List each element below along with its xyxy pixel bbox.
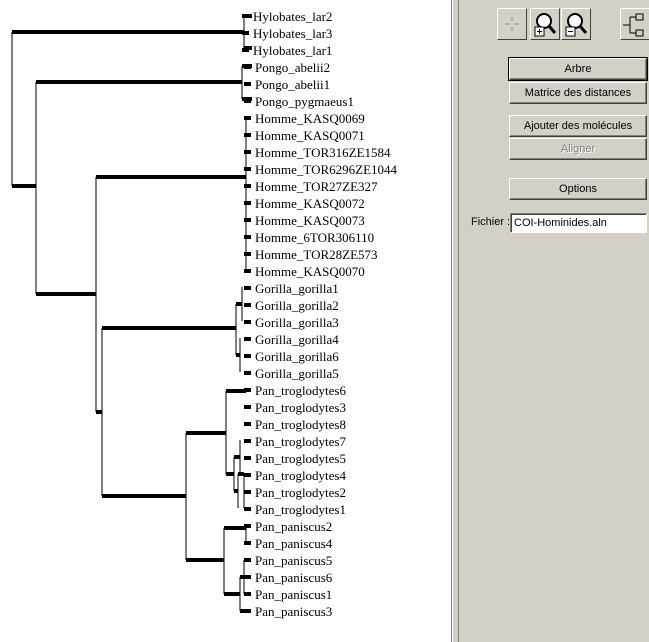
tree-leaf-label[interactable]: Gorilla_gorilla5 [255,366,339,381]
tree-leaf-stub [244,150,251,154]
tree-leaf-stub [244,235,251,239]
tree-leaf-label[interactable]: Homme_TOR27ZE327 [255,179,378,194]
tree-leaf-stub [244,507,251,511]
tree-leaf-stub [244,201,251,205]
tree-leaf-stub [244,320,251,324]
tree-leaf-label[interactable]: Homme_KASQ0070 [255,264,365,279]
tree-leaf-label[interactable]: Pan_troglodytes3 [255,400,346,415]
tree-leaf-stub [244,609,251,613]
tree-leaf-label[interactable]: Homme_TOR316ZE1584 [255,145,391,160]
select-tool-button[interactable] [497,8,527,40]
tree-leaf-stub [244,541,251,545]
tree-leaf-label[interactable]: Homme_KASQ0071 [255,128,365,143]
tree-leaf-stub [244,490,251,494]
tree-leaf-stub [244,303,251,307]
tree-leaf-stub [244,371,251,375]
tree-leaf-stub [244,65,251,69]
cursor-select-icon [505,17,519,31]
tree-leaf-stub [244,286,251,290]
tree-leaf-stub [244,116,251,120]
tree-leaf-label[interactable]: Homme_KASQ0073 [255,213,365,228]
panel-splitter[interactable] [452,0,459,642]
tree-leaf-label[interactable]: Pan_paniscus3 [255,604,332,619]
zoom-in-icon [534,13,557,37]
tree-leaf-label[interactable]: Pan_troglodytes2 [255,485,346,500]
tree-leaf-label[interactable]: Homme_KASQ0072 [255,196,365,211]
tree-leaf-label[interactable]: Pongo_abelii1 [255,77,330,92]
phylogenetic-tree: Hylobates_lar2Hylobates_lar3Hylobates_la… [11,9,398,619]
tree-leaf-stub [244,184,251,188]
zoom-out-icon [565,13,588,37]
options-button[interactable]: Options [509,178,647,200]
tree-leaf-label[interactable]: Gorilla_gorilla4 [255,332,339,347]
tree-leaf-stub [244,218,251,222]
tree-leaf-label[interactable]: Pan_troglodytes1 [255,502,346,517]
tree-leaf-stub [244,167,251,171]
tree-leaf-label[interactable]: Gorilla_gorilla6 [255,349,339,364]
tree-leaf-label[interactable]: Pan_paniscus6 [255,570,333,585]
tree-leaf-stub [244,405,251,409]
tree-button[interactable]: Arbre [508,57,648,81]
tree-leaf-stub [242,14,249,18]
tree-leaf-stub [244,473,251,477]
add-molecules-button[interactable]: Ajouter des molécules [509,115,647,137]
tree-leaf-stub [244,575,251,579]
tree-leaf-label[interactable]: Pongo_abelii2 [255,60,330,75]
tree-layout-button[interactable] [620,8,649,40]
tree-leaf-stub [244,133,251,137]
tree-leaf-stub [244,388,251,392]
distance-matrix-button[interactable]: Matrice des distances [509,82,647,104]
tree-leaf-label[interactable]: Pan_troglodytes6 [255,383,346,398]
tree-leaf-stub [244,524,251,528]
tree-leaf-label[interactable]: Hylobates_lar2 [253,9,332,24]
tree-leaf-stub [244,269,251,273]
file-input[interactable] [510,213,647,233]
tree-leaf-stub [244,252,251,256]
tree-leaf-stub [244,422,251,426]
control-panel: Arbre Matrice des distances Ajouter des … [460,0,649,642]
tree-leaf-stub [244,82,251,86]
tree-leaf-stub [242,48,249,52]
tree-leaf-label[interactable]: Pan_paniscus1 [255,587,332,602]
tree-leaf-label[interactable]: Pan_paniscus2 [255,519,332,534]
tree-leaf-label[interactable]: Gorilla_gorilla2 [255,298,339,313]
tree-leaf-stub [242,31,249,35]
tree-leaf-label[interactable]: Gorilla_gorilla1 [255,281,339,296]
tree-leaf-label[interactable]: Homme_6TOR306110 [255,230,374,245]
zoom-in-button[interactable] [530,8,560,40]
tree-leaf-label[interactable]: Pan_troglodytes5 [255,451,346,466]
align-button[interactable]: Aligner [509,138,647,160]
tree-leaf-stub [244,439,251,443]
tree-leaf-label[interactable]: Pongo_pygmaeus1 [255,94,354,109]
tree-leaf-stub [244,558,251,562]
file-label: Fichier : [471,216,511,228]
tree-layout-icon [623,13,644,37]
zoom-out-button[interactable] [561,8,591,40]
tree-leaf-label[interactable]: Pan_troglodytes8 [255,417,346,432]
tree-leaf-stub [244,99,251,103]
tree-leaf-label[interactable]: Hylobates_lar3 [253,26,332,41]
tree-leaf-label[interactable]: Pan_troglodytes4 [255,468,346,483]
tree-leaf-label[interactable]: Homme_TOR6296ZE1044 [255,162,398,177]
tree-leaf-label[interactable]: Homme_TOR28ZE573 [255,247,378,262]
tree-leaf-label[interactable]: Pan_troglodytes7 [255,434,346,449]
tree-leaf-label[interactable]: Homme_KASQ0069 [255,111,365,126]
tree-leaf-stub [244,337,251,341]
tree-leaf-stub [244,354,251,358]
tree-leaf-label[interactable]: Pan_paniscus5 [255,553,332,568]
tree-leaf-label[interactable]: Gorilla_gorilla3 [255,315,339,330]
tree-leaf-stub [244,592,251,596]
tree-leaf-label[interactable]: Pan_paniscus4 [255,536,333,551]
tree-leaf-stub [244,456,251,460]
tree-leaf-label[interactable]: Hylobates_lar1 [253,43,332,58]
